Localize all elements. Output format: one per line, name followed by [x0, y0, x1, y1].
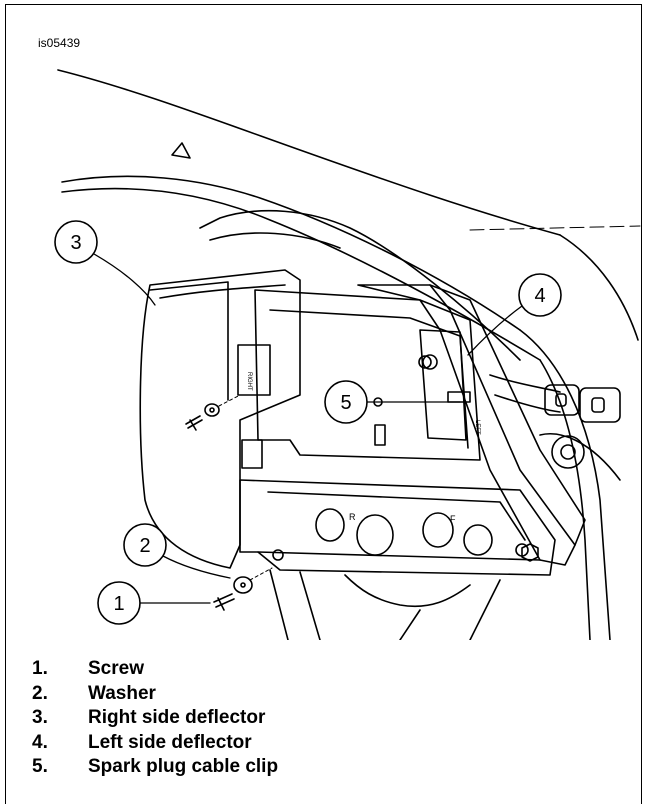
- callout-5: 5: [324, 380, 461, 424]
- cable-connectors: [489, 374, 621, 481]
- svg-text:3: 3: [70, 232, 81, 254]
- spark-plug-cable-clip: [237, 289, 481, 469]
- lower-crossbar: [239, 479, 556, 640]
- svg-text:1: 1: [113, 593, 124, 615]
- svg-text:5: 5: [340, 392, 351, 414]
- callout-4: 4: [467, 273, 562, 356]
- rear-marking: R: [349, 512, 356, 522]
- legend-item: 2.Washer: [32, 682, 156, 704]
- svg-text:RIGHT: RIGHT: [246, 372, 252, 391]
- right-side-deflector: [139, 269, 301, 569]
- bracket-markings: RIGHT LEFT: [246, 372, 480, 435]
- svg-text:LEFT: LEFT: [474, 420, 480, 435]
- figure-frame: [5, 4, 642, 804]
- frame-outline: [57, 69, 641, 640]
- legend-item: 5.Spark plug cable clip: [32, 756, 279, 777]
- callout-2: 2: [123, 523, 231, 579]
- left-side-deflector: [357, 284, 586, 566]
- upper-screw-and-washer: [185, 394, 241, 431]
- legend-item: 4.Left side deflector: [32, 731, 252, 753]
- legend-item: 3.Right side deflector: [32, 707, 266, 728]
- legend-item: 1.Screw: [32, 658, 144, 679]
- front-marking: F: [450, 514, 456, 524]
- svg-text:4: 4: [534, 285, 545, 307]
- svg-text:2: 2: [139, 535, 150, 557]
- callout-3: 3: [54, 220, 156, 306]
- exploded-view-drawing: RIGHT LEFT R F 1 2 3 4 5: [54, 69, 641, 640]
- lower-screw-and-washer: [213, 567, 273, 611]
- callout-1: 1: [97, 581, 211, 625]
- parts-legend: 1.Screw 2.Washer 3.Right side deflector …: [32, 657, 278, 780]
- figure-id: is05439: [38, 36, 81, 50]
